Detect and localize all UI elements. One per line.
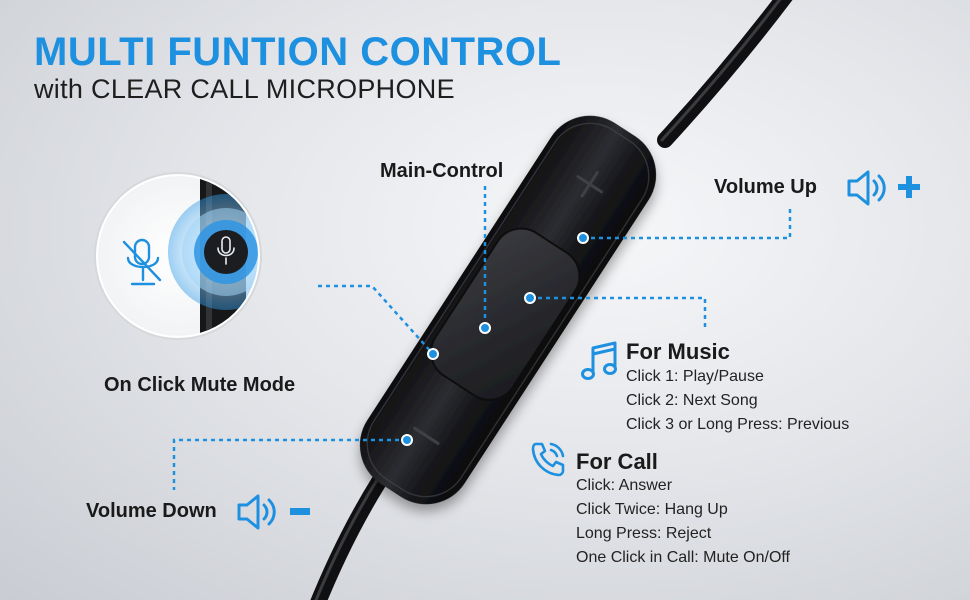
list-item: Click Twice: Hang Up bbox=[576, 501, 728, 518]
speaker-icon bbox=[237, 494, 276, 530]
mic-muted-icon bbox=[122, 238, 162, 286]
call-section-title: For Call bbox=[576, 449, 658, 474]
call-controls-list: Click: Answer Click Twice: Hang Up Long … bbox=[576, 474, 790, 570]
phone-icon bbox=[531, 442, 565, 477]
list-item: Click 1: Play/Pause bbox=[626, 368, 764, 385]
mic-icon bbox=[217, 236, 235, 265]
list-item: Long Press: Reject bbox=[576, 525, 712, 542]
connector-lines bbox=[172, 186, 792, 490]
cable bbox=[310, 0, 793, 600]
minus-icon bbox=[290, 508, 310, 515]
list-item: Click 3 or Long Press: Previous bbox=[626, 416, 850, 433]
mute-mode-label: On Click Mute Mode bbox=[104, 374, 296, 396]
main-control-label: Main-Control bbox=[380, 160, 504, 182]
music-note-icon bbox=[581, 341, 617, 380]
list-item: One Click in Call: Mute On/Off bbox=[576, 549, 790, 566]
volume-up-label: Volume Up bbox=[714, 176, 817, 198]
page-subtitle: with CLEAR CALL MICROPHONE bbox=[34, 74, 455, 104]
remote-control bbox=[359, 115, 657, 505]
plus-icon bbox=[898, 176, 920, 198]
page-title: MULTI FUNTION CONTROL bbox=[34, 30, 562, 74]
mute-mode-callout bbox=[94, 172, 262, 340]
connector-dots bbox=[401, 232, 589, 446]
music-controls-list: Click 1: Play/Pause Click 2: Next Song C… bbox=[626, 365, 849, 437]
speaker-icon bbox=[847, 170, 886, 206]
music-section-title: For Music bbox=[626, 339, 730, 364]
list-item: Click: Answer bbox=[576, 477, 673, 494]
volume-down-label: Volume Down bbox=[86, 500, 217, 522]
list-item: Click 2: Next Song bbox=[626, 392, 758, 409]
